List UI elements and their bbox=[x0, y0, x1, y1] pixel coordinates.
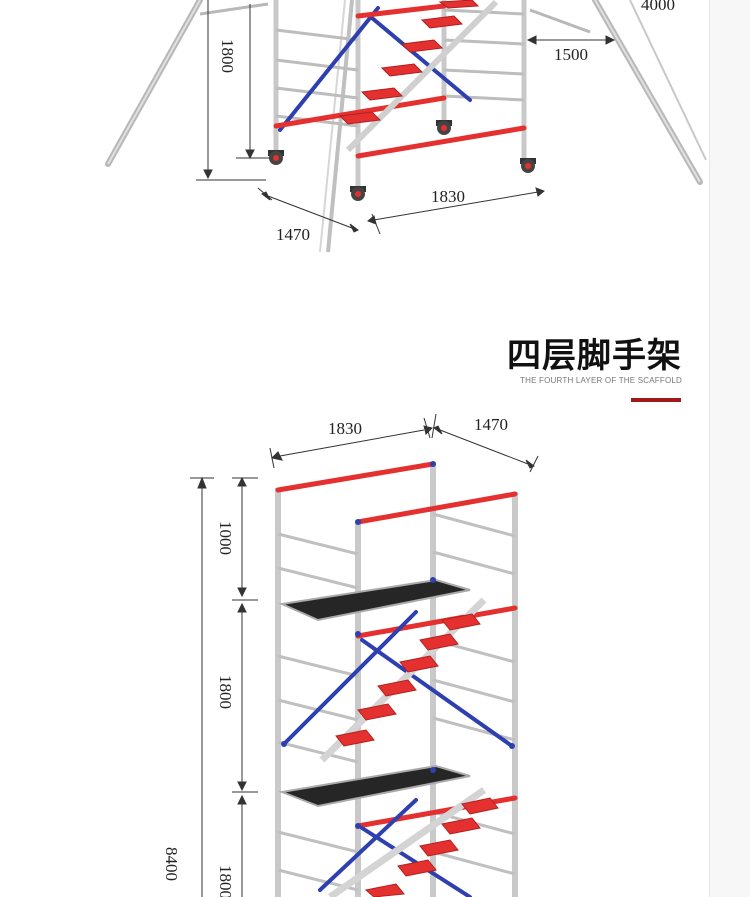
bottom-dim-depth: 1470 bbox=[474, 415, 508, 434]
bottom-dim-level-1: 1800 bbox=[216, 675, 235, 709]
bottom-dim-top-rail: 1000 bbox=[216, 521, 235, 555]
right-outrigger bbox=[529, 0, 707, 185]
bottom-dim-total-height: 8400 bbox=[162, 847, 181, 881]
casters bbox=[268, 120, 536, 201]
top-scaffold-diagram: 1800 1500 4000 1830 1470 bbox=[105, 0, 707, 253]
title-accent-bar bbox=[631, 398, 681, 402]
top-dim-offset: 1500 bbox=[554, 45, 588, 64]
bottom-dim-width: 1830 bbox=[328, 419, 362, 438]
platform-decks bbox=[278, 578, 471, 808]
bottom-dimensions bbox=[190, 413, 539, 897]
stabilizer-pole bbox=[326, 0, 354, 253]
top-dim-outrigger: 4000 bbox=[641, 0, 675, 14]
right-margin bbox=[710, 0, 750, 897]
right-divider bbox=[709, 0, 710, 897]
stair-steps bbox=[335, 613, 499, 897]
section-title: 四层脚手架 bbox=[507, 336, 682, 376]
top-dim-height: 1800 bbox=[218, 39, 237, 73]
left-outrigger bbox=[105, 0, 269, 167]
top-dimensions bbox=[196, 0, 616, 235]
bottom-scaffold-diagram: 1830 1470 1000 1800 1800 8400 bbox=[162, 413, 539, 897]
top-dim-depth: 1470 bbox=[276, 225, 310, 244]
top-dim-width: 1830 bbox=[431, 187, 465, 206]
cross-braces bbox=[282, 610, 514, 897]
section-subtitle: THE FOURTH LAYER OF THE SCAFFOLD bbox=[520, 376, 682, 385]
bottom-dim-level-2: 1800 bbox=[216, 865, 235, 897]
